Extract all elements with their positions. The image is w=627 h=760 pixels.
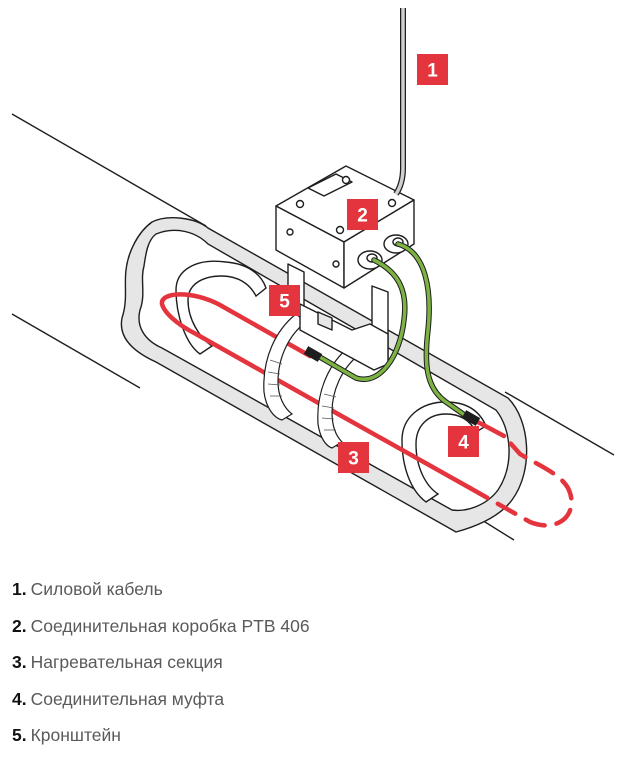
heating-cable-upper-right (471, 417, 507, 439)
power-cable (393, 8, 406, 196)
badge-box (417, 54, 448, 85)
pipe-top-edge-right (504, 391, 615, 456)
legend-text: Кронштейн (30, 725, 121, 745)
badge-number: 2 (357, 206, 368, 227)
bracket-slot (317, 311, 333, 331)
power-cable-fill (394, 8, 405, 195)
badge-2: 2 (347, 199, 378, 230)
ridge (267, 383, 281, 386)
junction-box (275, 165, 415, 289)
cable-glands (357, 234, 409, 270)
heating-section (159, 292, 574, 528)
box-screw (286, 228, 294, 236)
badge-number: 4 (458, 433, 469, 454)
badge-number: 5 (279, 292, 290, 313)
green-cable-1 (316, 258, 407, 382)
legend-text: Соединительная коробка PTB 406 (30, 615, 310, 636)
legend-item: 5.Кронштейн (12, 720, 612, 757)
worm-clamps (263, 313, 361, 449)
legend-item: 4.Соединительная муфта (12, 684, 612, 721)
badge-number: 1 (427, 61, 438, 82)
badge-box (338, 442, 369, 473)
legend-number: 1. (12, 579, 27, 599)
ridge (267, 371, 281, 375)
clamp-left (175, 260, 267, 355)
green-cable-2 (396, 242, 468, 418)
badge-box (347, 199, 378, 230)
heating-cable-lower (335, 411, 473, 491)
badge-number: 3 (348, 449, 359, 470)
legend-number: 5. (12, 725, 27, 745)
box-screw (295, 199, 305, 209)
legend-item: 2.Соединительная коробка PTB 406 (12, 611, 612, 648)
badge-5: 5 (269, 285, 300, 316)
badge-box (269, 285, 300, 316)
box-screw (335, 225, 345, 235)
legend-text: Соединительная муфта (30, 688, 225, 709)
splice-sleeve-1 (303, 346, 323, 362)
ridge (321, 417, 335, 420)
splice-sleeve-2 (461, 410, 481, 426)
legend-number: 4. (12, 688, 27, 709)
box-screw (341, 175, 351, 185)
legend-item: 3.Нагревательная секция (12, 647, 612, 684)
pipe-bottom-edge-left (11, 313, 141, 389)
legend-text: Силовой кабель (30, 579, 163, 599)
connection-cables (315, 241, 469, 419)
heating-cable-hidden-loop (467, 433, 574, 528)
legend-number: 3. (12, 652, 27, 672)
splice-coupling (303, 346, 481, 426)
legend-text: Нагревательная секция (30, 652, 223, 672)
box-screw (332, 260, 340, 268)
legend-item: 1.Силовой кабель (12, 574, 612, 611)
worm-clamp-2 (317, 345, 361, 449)
badges: 1 2 3 4 5 (269, 54, 479, 473)
worm-clamp-1 (263, 313, 307, 421)
legend-list: 1.Силовой кабель 2.Соединительная коробк… (12, 574, 612, 757)
badge-3: 3 (338, 442, 369, 473)
heating-cable-upper (159, 292, 341, 417)
ridge (321, 405, 335, 409)
badge-box (448, 426, 479, 457)
ridge (269, 359, 283, 365)
legend-number: 2. (12, 615, 27, 636)
box-screw (387, 198, 397, 208)
badge-4: 4 (448, 426, 479, 457)
pipe-top-edge-left (11, 113, 207, 227)
ridge (323, 393, 337, 398)
worm-clamp-ridges (267, 359, 337, 431)
installation-diagram: 1 2 3 4 5 (11, 8, 615, 541)
box-label-window (307, 173, 353, 197)
badge-1: 1 (417, 54, 448, 85)
